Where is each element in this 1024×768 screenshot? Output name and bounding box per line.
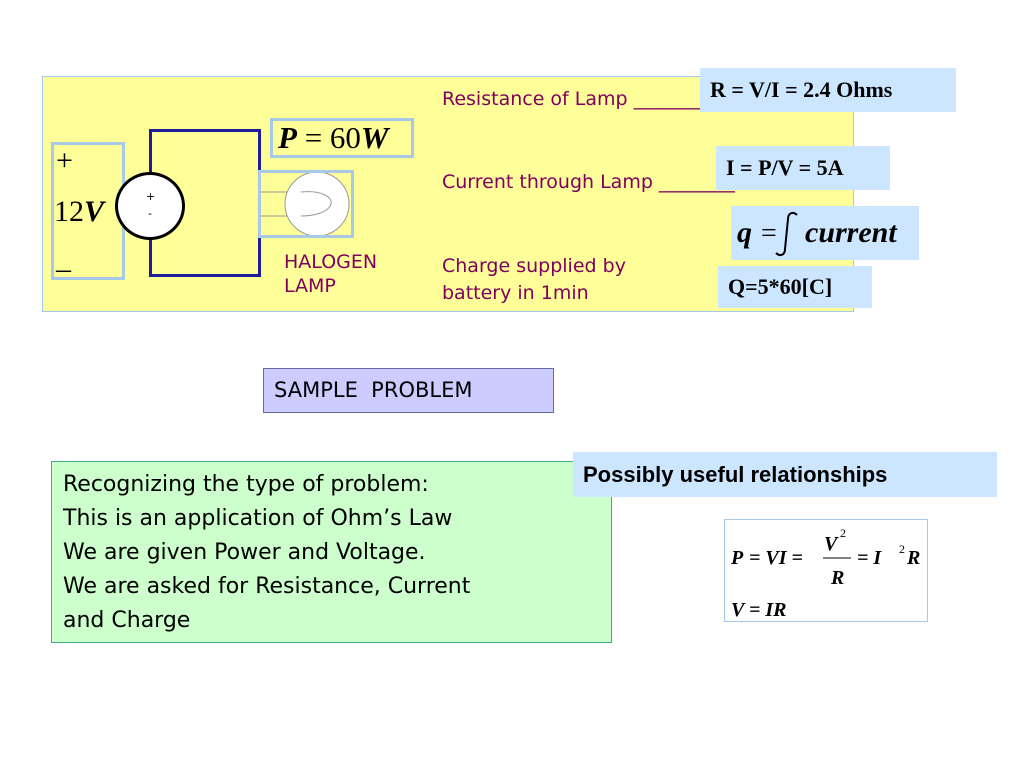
integral-rhs: current — [805, 216, 898, 249]
recognition-line: We are asked for Resistance, Current — [63, 574, 471, 599]
question-charge: Charge supplied by battery in 1min — [442, 253, 626, 307]
battery-plus-sign: + — [56, 144, 73, 177]
integral-sign-icon — [775, 211, 798, 257]
integral-equals: = — [761, 218, 777, 249]
power-value: = 60 — [296, 120, 361, 155]
voltage-source-icon: + - — [115, 172, 185, 240]
circuit-wire-bottom — [149, 274, 261, 277]
integral-lhs: q — [737, 216, 752, 249]
lamp-label: HALOGEN LAMP — [284, 250, 377, 298]
halogen-lamp-icon — [261, 173, 350, 235]
battery-minus-sign: – — [56, 252, 71, 285]
relationships-formula-box: P = VI = V 2 R = I 2 R V = IR — [724, 519, 928, 622]
eq1-rhs-exponent: 2 — [899, 542, 905, 556]
recognition-line: This is an application of Ohm’s Law — [63, 506, 453, 531]
circuit-wire-right-upper — [258, 129, 261, 181]
eq1-denominator: R — [830, 567, 844, 589]
power-unit: W — [360, 120, 389, 155]
question-current: Current through Lamp ________ — [442, 171, 735, 193]
eq1-p: P — [730, 547, 744, 569]
battery-voltage-unit: V — [84, 195, 105, 228]
recognition-line: and Charge — [63, 608, 191, 633]
lamp-label-line2: LAMP — [284, 275, 336, 297]
power-rating: P = 60W — [278, 118, 389, 158]
circuit-wire-left-upper — [149, 129, 152, 174]
lamp-label-line1: HALOGEN — [284, 251, 378, 273]
circuit-wire-left-lower — [149, 238, 152, 277]
question-resistance: Resistance of Lamp ________ — [442, 88, 710, 110]
circuit-wire-top — [149, 129, 261, 132]
relationships-formulas: P = VI = V 2 R = I 2 R V = IR — [730, 526, 920, 621]
recognition-box: Recognizing the type of problem: This is… — [51, 461, 612, 643]
recognition-line: We are given Power and Voltage. — [63, 540, 426, 565]
relationships-title: Possibly useful relationships — [573, 452, 997, 497]
lamp-box — [258, 170, 354, 238]
power-box — [270, 118, 414, 158]
eq1-numerator: V — [824, 533, 839, 555]
power-symbol: P — [278, 120, 297, 155]
charge-integral-formula: q = current — [737, 211, 898, 257]
recognition-line: Recognizing the type of problem: — [63, 472, 429, 497]
question-charge-line2: battery in 1min — [442, 282, 589, 304]
eq1-rhs: = I — [857, 547, 882, 569]
battery-voltage: 12V — [54, 197, 104, 227]
source-plus: + — [146, 190, 156, 203]
eq1-rhs-r: R — [906, 547, 920, 569]
question-charge-line1: Charge supplied by — [442, 255, 626, 277]
answer-current: I = P/V = 5A — [716, 146, 890, 190]
sample-problem-label: SAMPLE PROBLEM — [263, 368, 554, 413]
eq2: V = IR — [731, 599, 787, 621]
battery-voltage-number: 12 — [54, 195, 84, 228]
answer-resistance: R = V/I = 2.4 Ohms — [700, 68, 956, 112]
source-minus: - — [148, 207, 152, 220]
eq1-numerator-exponent: 2 — [840, 526, 846, 540]
answer-charge-integral: q = current — [731, 206, 919, 260]
circuit-wire-right-lower — [258, 228, 261, 277]
answer-charge: Q=5*60[C] — [718, 266, 872, 308]
eq1-vi: = VI = — [749, 547, 803, 569]
